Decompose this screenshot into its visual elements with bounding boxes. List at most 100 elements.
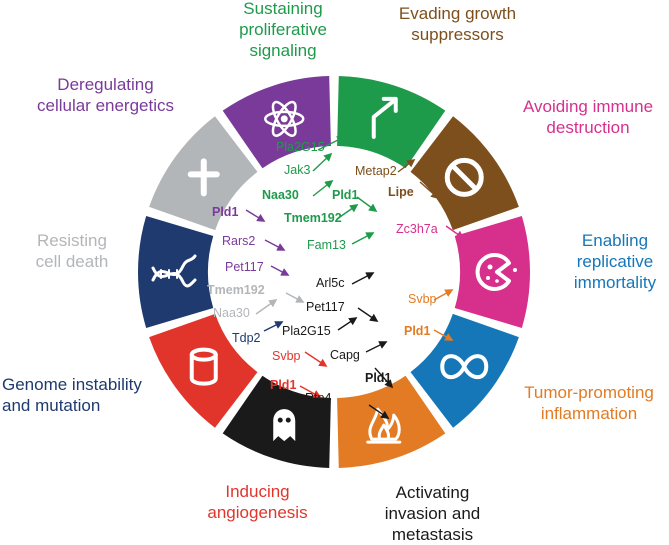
association-arrow <box>317 136 346 151</box>
hallmark-label-immune: Avoiding immune destruction <box>512 96 664 138</box>
ring-segment-genome <box>137 216 214 328</box>
gene-label: Arl5c <box>316 276 345 290</box>
label-line: metastasis <box>391 525 474 544</box>
arrow-layer <box>245 136 465 419</box>
gene-label: Pla2G15 <box>276 140 325 154</box>
label-line: replicative <box>576 252 654 271</box>
label-line: Sustaining <box>243 0 323 18</box>
vessel-icon <box>189 347 218 386</box>
label-line: Enabling <box>581 231 649 250</box>
gene-label: Pld1 <box>365 371 392 385</box>
fire-icon <box>366 407 402 444</box>
ring-segment-proliferative <box>337 76 446 169</box>
infinity-icon <box>440 354 489 380</box>
association-arrow <box>255 299 278 315</box>
association-arrow <box>365 341 388 353</box>
gene-label: Svbp <box>272 349 301 363</box>
gene-label: Rars2 <box>222 234 256 248</box>
icon-layer <box>151 96 517 444</box>
hallmark-label-proliferative: Sustaining proliferative signaling <box>213 0 353 61</box>
gene-label: Tdp2 <box>232 331 261 345</box>
label-line: immortality <box>573 273 657 292</box>
label-line: cellular energetics <box>36 96 174 115</box>
gene-label: Svbp <box>408 292 437 306</box>
gene-label: Pet117 <box>225 260 264 274</box>
association-arrow <box>312 179 334 197</box>
gene-label: Tmem192 <box>284 211 342 225</box>
gene-label: Tmem192 <box>207 283 265 297</box>
cross-icon <box>187 158 220 197</box>
association-arrow <box>433 329 454 341</box>
gene-label: Pld1 <box>332 188 359 202</box>
association-arrow <box>419 181 440 200</box>
association-arrow <box>374 367 394 389</box>
gene-label: Fam13 <box>307 238 346 252</box>
hallmark-label-genome: Genome instability and mutation <box>2 374 172 416</box>
label-line: signaling <box>249 41 317 60</box>
association-arrow <box>264 239 286 251</box>
association-arrow <box>285 292 305 303</box>
hallmark-label-invasion: Activating invasion and metastasis <box>365 482 500 545</box>
hallmark-label-suppressors: Evading growth suppressors <box>370 3 545 45</box>
gene-label: Pet117 <box>306 300 345 314</box>
association-arrow <box>312 152 333 172</box>
label-line: Inducing <box>225 482 290 501</box>
hallmark-label-immortality: Enabling replicative immortality <box>560 230 669 293</box>
association-arrow <box>368 404 390 419</box>
label-line: invasion and <box>384 504 481 523</box>
label-line: Deregulating <box>57 75 154 94</box>
gene-label: Capg <box>330 348 360 362</box>
gene-label: Pld1 <box>212 205 239 219</box>
hallmark-label-energetics: Deregulating cellular energetics <box>18 74 193 116</box>
label-line: Activating <box>395 483 470 502</box>
label-line: proliferative <box>239 20 327 39</box>
association-arrow <box>351 232 375 245</box>
label-line: Resisting <box>37 231 107 250</box>
association-arrow <box>351 272 375 285</box>
label-line: Evading growth <box>398 4 517 23</box>
gene-label: Metap2 <box>355 164 397 178</box>
association-arrow <box>356 196 378 212</box>
label-line: Tumor-promoting <box>524 383 654 402</box>
gene-label: Pld1 <box>270 378 297 392</box>
dna-icon <box>151 254 197 288</box>
label-line: Genome instability <box>2 375 142 394</box>
association-arrow <box>245 209 266 222</box>
hallmarks-ring <box>137 76 531 468</box>
arrow-icon <box>371 96 398 139</box>
association-arrow <box>445 225 465 239</box>
ring-segment-immune <box>454 216 531 328</box>
label-line: and mutation <box>2 396 101 415</box>
gene-label: Pla2G15 <box>282 324 331 338</box>
gene-label: Rtp4 <box>305 391 332 405</box>
ring-segment-angiogenesis <box>149 313 258 428</box>
label-line: suppressors <box>411 25 504 44</box>
association-arrow <box>304 351 328 367</box>
hallmark-label-inflammation: Tumor-promoting inflammation <box>510 382 668 424</box>
gene-label: Naa30 <box>262 188 299 202</box>
ghost-icon <box>273 409 296 442</box>
gene-label: Lipe <box>388 185 414 199</box>
label-line: angiogenesis <box>207 503 308 522</box>
label-line: inflammation <box>540 404 638 423</box>
association-arrow <box>299 385 322 398</box>
association-arrow <box>336 204 359 220</box>
gene-label: Jak3 <box>284 163 311 177</box>
hallmark-label-cell-death: Resisting cell death <box>22 230 122 272</box>
ring-segment-suppressors <box>410 116 519 231</box>
label-line: Avoiding immune <box>522 97 654 116</box>
hallmark-label-angiogenesis: Inducing angiogenesis <box>200 481 315 523</box>
association-arrow <box>337 317 358 331</box>
pacman-cell-icon <box>475 253 517 291</box>
no-entry-icon <box>444 157 484 197</box>
association-arrow <box>270 265 290 276</box>
gene-label: Naa30 <box>213 306 250 320</box>
gene-label: Pld1 <box>404 324 431 338</box>
association-arrow <box>357 307 379 322</box>
gene-label: Zc3h7a <box>396 222 438 236</box>
association-arrow <box>263 321 284 332</box>
label-line: cell death <box>35 252 109 271</box>
association-arrow <box>433 289 454 301</box>
label-line: destruction <box>546 118 630 137</box>
